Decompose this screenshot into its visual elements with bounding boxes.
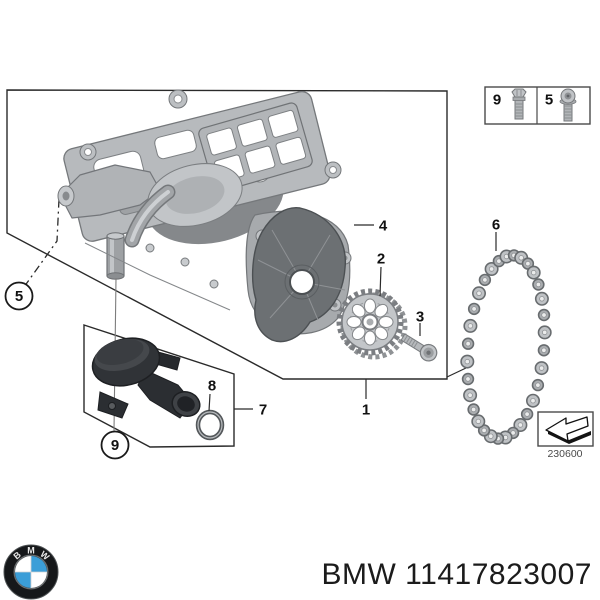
callout-9-circle [100,430,130,460]
callout-1: 1 [362,402,370,419]
sprocket-drawing [336,288,408,360]
logo-quadrant-br [31,572,47,588]
timing-chain-drawing [460,249,552,445]
cover-plate-drawing [251,207,346,343]
callout-3: 3 [416,309,424,326]
bolt-drawing [400,333,438,362]
fastener-cell-label-9: 9 [493,92,501,109]
view-ref-code: 230600 [547,448,582,460]
callout-2: 2 [377,251,385,268]
callout-6: 6 [492,217,500,234]
callout-4: 4 [379,218,388,235]
callout-5: 5 [15,288,23,305]
bmw-roundel-logo: B M W [3,544,59,600]
view-direction-box: 230600 [537,411,594,460]
valve-group-box [83,324,235,448]
callout-7: 7 [259,402,267,419]
logo-quadrant-tr [31,556,47,572]
o-ring-drawing [195,409,225,441]
logo-letter-b: B [11,549,23,561]
callout-8: 8 [208,378,216,395]
logo-quadrant-bl [15,572,31,588]
solenoid-valve-drawing [91,337,201,419]
callouts: 5 9 1 2 3 4 6 7 8 [4,217,500,460]
logo-quadrant-tl [15,556,31,572]
logo-letter-m: M [27,546,35,556]
fastener-cell-label-5: 5 [545,92,553,109]
torx-bolt-icon [559,88,577,122]
assembly-frame [6,89,467,399]
leader-lines [208,224,497,412]
hex-bolt-icon [511,88,527,120]
fastener-reference-box: 9 5 [484,86,591,125]
callout-9: 9 [111,437,119,454]
leader-line-5 [23,198,60,288]
part-number-text: BMW 11417823007 [322,558,592,591]
callout-5-circle [4,281,34,311]
direction-arrow-icon [545,416,591,444]
